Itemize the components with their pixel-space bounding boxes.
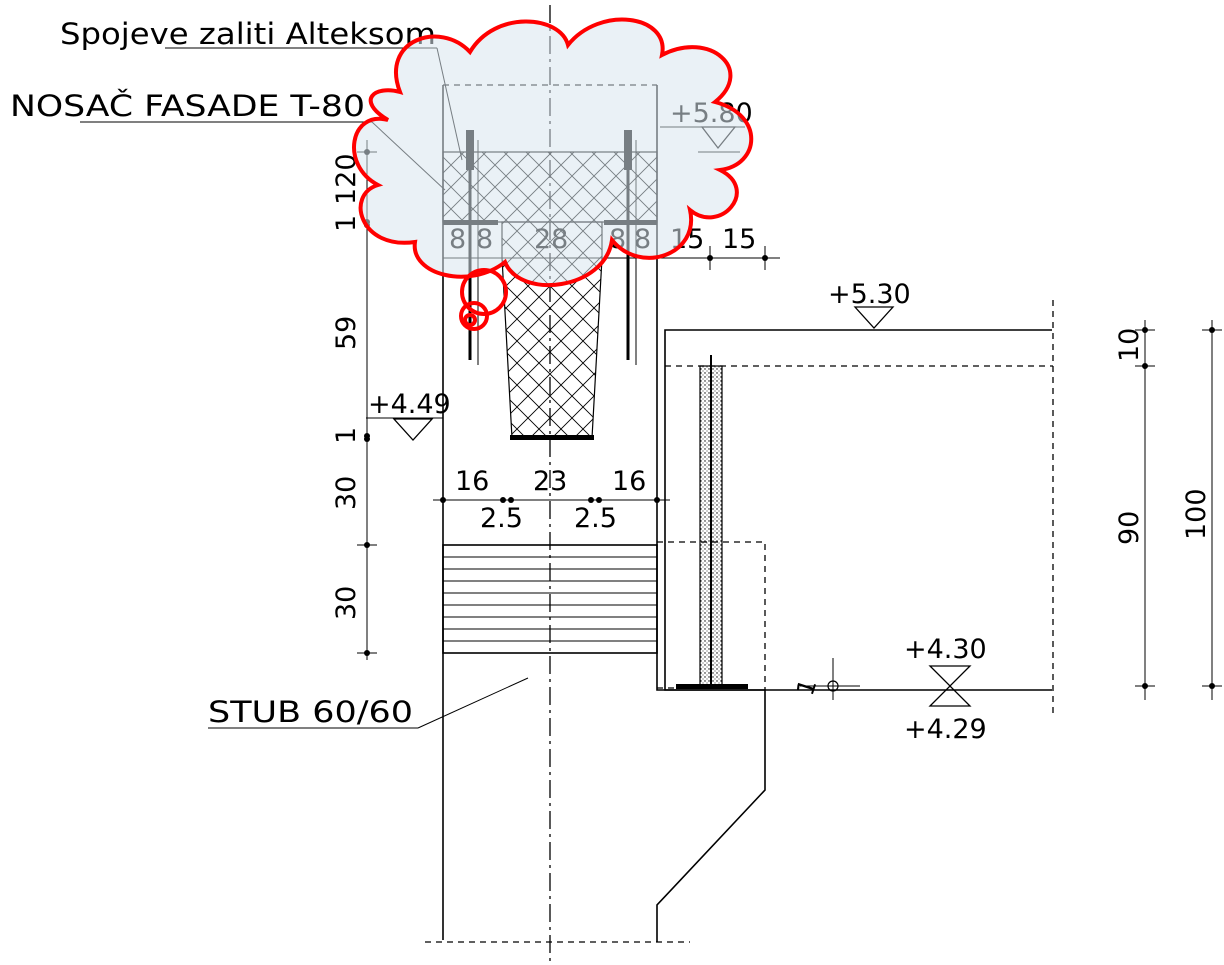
level-label-beam: +5.30 [828,279,911,310]
note-bracket: NOSAČ FASADE T-80 [10,89,365,123]
level-marker-floor [928,665,972,707]
dim-left-59: 59 [331,316,362,350]
mid-dimension-chain [433,497,670,503]
dim-left-30a: 30 [331,476,362,510]
level-marker-beam [853,306,895,329]
floor-gap-label: 1 [791,676,822,699]
leader-column [208,677,529,729]
note-sealing: Spojeve zaliti Alteksom [60,17,436,51]
dim-right-10: 10 [1114,328,1145,362]
dim-left-30b: 30 [331,586,362,620]
right-dimension-chain [1135,320,1222,700]
dim-mid-2-5a: 2.5 [480,503,523,534]
beam [657,300,1054,718]
floor-gap-dimension [800,658,860,700]
dim-mid-16a: 16 [455,466,489,497]
dim-mid-16b: 16 [612,466,646,497]
dim-mid-23: 23 [533,466,567,497]
level-label-floor-upper: +4.30 [904,634,987,665]
dim-right-100: 100 [1181,488,1212,540]
dim-left-1b: 1 [331,427,362,444]
dim-right-90: 90 [1114,511,1145,545]
level-marker-left [366,417,443,441]
dim-left-1a: 1 [331,215,362,232]
dim-mid-2-5b: 2.5 [574,503,617,534]
level-label-floor-lower: +4.29 [904,714,987,745]
dim-top-15b: 15 [722,224,756,255]
revision-cloud[interactable] [352,17,754,331]
bearing-layers [442,544,658,654]
level-label-left: +4.49 [368,389,451,420]
note-column: STUB 60/60 [208,695,413,729]
